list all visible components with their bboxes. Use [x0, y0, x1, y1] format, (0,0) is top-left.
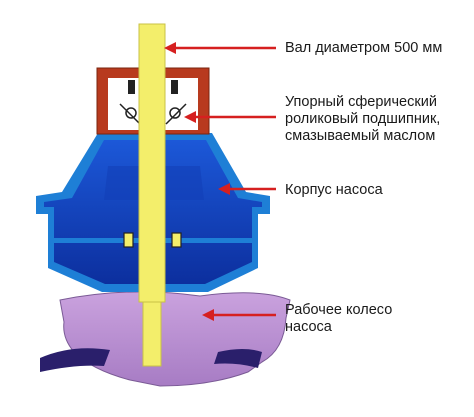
bearing-rollers: [119, 80, 187, 125]
arrow-shaft: [164, 42, 276, 54]
shaft: [138, 23, 166, 367]
arrow-bearing: [184, 111, 276, 123]
middle-bearings: [123, 232, 182, 248]
label-shaft: Вал диаметром 500 мм: [285, 40, 443, 56]
impeller: [40, 291, 291, 387]
label-bearing: Упорный сферический роликовый подшипник,…: [285, 94, 441, 144]
arrow-housing: [218, 183, 276, 195]
arrow-impeller: [202, 309, 276, 321]
label-impeller: Рабочее колесо насоса: [285, 302, 393, 335]
label-housing: Корпус насоса: [285, 182, 383, 198]
